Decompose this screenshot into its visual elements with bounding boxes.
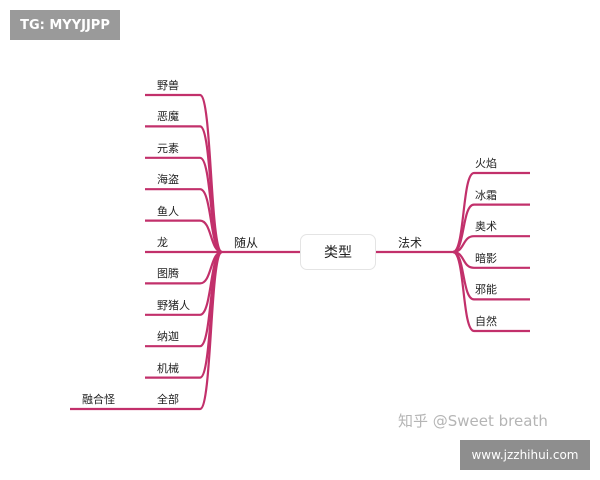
node-2[interactable]: 元素 — [157, 141, 179, 155]
branch-line — [452, 171, 530, 254]
node-spell-2[interactable]: 奥术 — [475, 220, 497, 234]
branch-line — [145, 250, 224, 411]
node-fusion[interactable]: 融合怪 — [82, 393, 115, 406]
node-10[interactable]: 全部 — [157, 393, 179, 406]
site-watermark: www.jzzhihui.com — [460, 440, 590, 470]
node-8[interactable]: 纳迦 — [157, 330, 179, 344]
branch-label-spells[interactable]: 法术 — [398, 236, 423, 250]
node-spell-5[interactable]: 自然 — [475, 315, 497, 328]
branch-label-followers[interactable]: 随从 — [234, 236, 259, 250]
branch-line — [145, 219, 223, 254]
node-6[interactable]: 图腾 — [157, 267, 179, 281]
node-9[interactable]: 机械 — [157, 361, 179, 375]
node-spell-1[interactable]: 冰霜 — [475, 188, 497, 202]
zhihu-watermark: 知乎 @Sweet breath — [398, 412, 548, 430]
node-spell-0[interactable]: 火焰 — [475, 157, 497, 170]
node-3[interactable]: 海盗 — [157, 173, 179, 187]
node-5[interactable]: 龙 — [157, 236, 168, 249]
node-0[interactable]: 野兽 — [157, 79, 179, 92]
root-node[interactable]: 类型 — [300, 234, 376, 270]
node-spell-3[interactable]: 暗影 — [475, 251, 497, 265]
node-7[interactable]: 野猪人 — [157, 298, 190, 312]
node-spell-4[interactable]: 邪能 — [475, 283, 497, 297]
node-1[interactable]: 恶魔 — [157, 110, 179, 124]
node-4[interactable]: 鱼人 — [157, 204, 179, 218]
tg-watermark: TG: MYYJJPP — [10, 10, 120, 40]
branch-line — [452, 250, 530, 333]
